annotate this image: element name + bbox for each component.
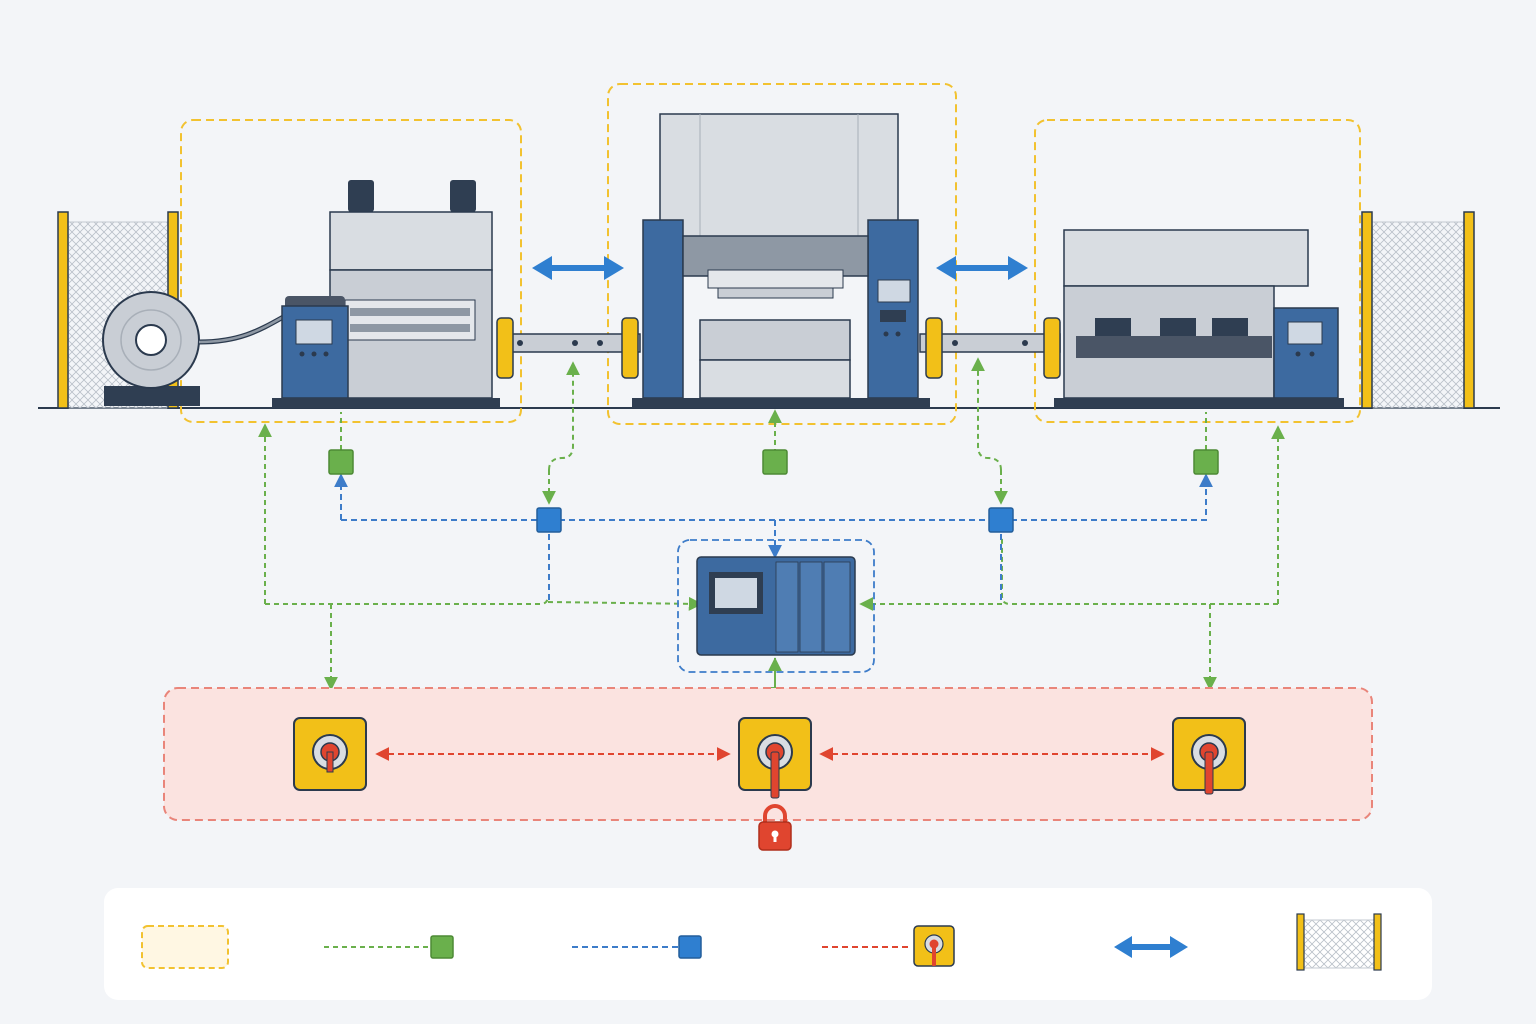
sensor-node-press [762,449,788,475]
padlock-icon [758,804,792,851]
coil-icon [102,291,287,406]
stamping-press [632,113,930,408]
safety-zone-press [607,83,957,425]
plc-controller-icon [677,539,875,673]
network-lines [334,473,1213,604]
sensor-signal-lines [258,357,1285,704]
legend [104,888,1432,1000]
legend-network-node [572,935,702,959]
safety-zone-finishing [1034,119,1361,423]
interlock-switch-icon[interactable] [738,717,812,799]
legend-safety-zone [141,925,229,969]
legend-sensor-signal [324,935,454,959]
legend-safety-interlock [822,925,955,967]
legend-safety-fence [1296,913,1382,971]
transfer-conveyor [496,317,1061,379]
finishing-machine [1054,229,1344,408]
safety-zone-feeder [180,119,522,423]
network-node-right [988,507,1014,533]
legend-material-transfer [1114,936,1188,958]
material-transfer-arrow-left [532,256,624,280]
interlock-switch-icon[interactable] [1172,717,1246,795]
material-transfer-arrow-right [936,256,1028,280]
safety-fence-right [1361,211,1475,409]
network-node-left [536,507,562,533]
feeder-machine [272,180,500,408]
sensor-node-feeder [328,449,354,475]
sensor-node-finishing [1193,449,1219,475]
interlock-switch-icon[interactable] [293,717,367,791]
